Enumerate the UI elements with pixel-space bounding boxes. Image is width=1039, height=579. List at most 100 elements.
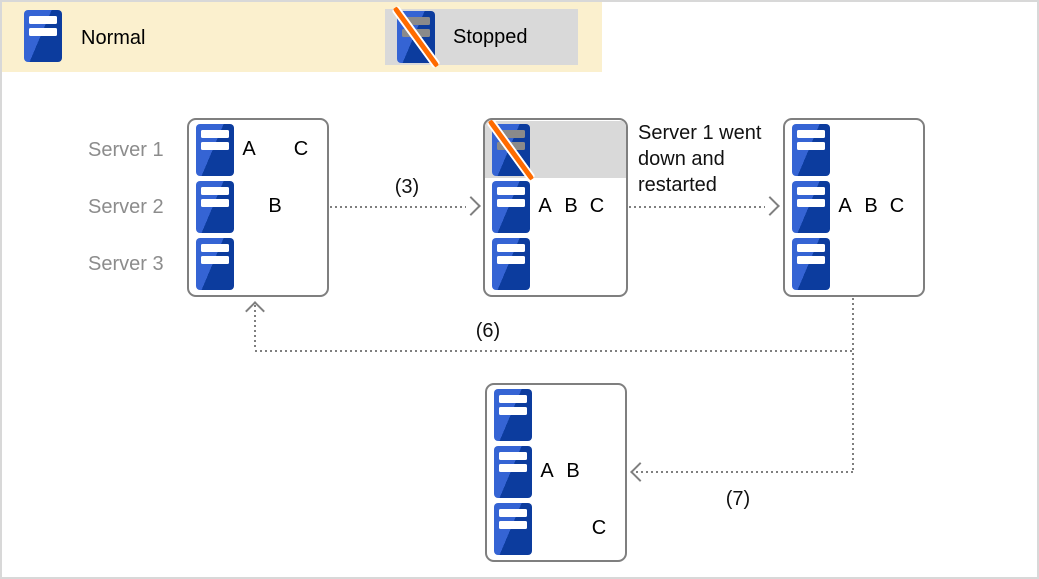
server-icon-bar xyxy=(797,243,825,252)
arrow-step7-head-icon xyxy=(630,462,650,482)
server-icon xyxy=(494,502,532,555)
server-icon xyxy=(792,123,830,176)
server-icon-bar xyxy=(402,29,430,37)
server-icon-bar xyxy=(201,129,229,138)
server-icon-bar xyxy=(497,186,525,195)
server-icon-bar xyxy=(797,129,825,138)
app-letter: B xyxy=(864,195,878,217)
server2-row-label: Server 2 xyxy=(88,196,164,218)
arrow-step6-vertical-line xyxy=(852,298,854,473)
server-icon-bar xyxy=(499,508,527,517)
app-letter: A xyxy=(838,195,852,217)
legend-stopped-chip: Stopped xyxy=(385,9,578,65)
server-icon xyxy=(494,388,532,441)
server-icon-bar xyxy=(201,141,229,150)
server-icon-bar xyxy=(499,463,527,472)
server-icon-bar xyxy=(201,198,229,207)
server-icon-bar xyxy=(201,255,229,264)
server-row xyxy=(785,235,923,292)
app-letter xyxy=(534,517,560,540)
server-icon-bar xyxy=(499,406,527,415)
server-icon-bar xyxy=(497,198,525,207)
server-icon-bar xyxy=(497,255,525,264)
arrow-step3-line xyxy=(330,206,466,208)
arrow-step3-label: (3) xyxy=(394,176,420,198)
server-icon xyxy=(792,237,830,290)
arrow-step6-horizontal-line xyxy=(255,350,853,352)
server-row xyxy=(189,235,327,292)
server-icon-bar xyxy=(499,520,527,529)
server-stopped-icon xyxy=(397,11,435,63)
server-row: C xyxy=(487,500,625,557)
server-icon-bar xyxy=(499,451,527,460)
app-letter: C xyxy=(293,138,309,160)
app-letter xyxy=(236,195,262,218)
server-row xyxy=(485,235,626,292)
arrow-step6-head-icon xyxy=(245,301,265,321)
server-icon-bar xyxy=(29,16,57,24)
server-icon-bar xyxy=(201,186,229,195)
app-letter: A xyxy=(540,460,554,482)
arrow-restart-line xyxy=(629,206,765,208)
server-stopped-icon xyxy=(492,123,530,176)
server-icon xyxy=(792,180,830,233)
server-icon-bar xyxy=(29,28,57,36)
server-row xyxy=(785,121,923,178)
app-letter: C xyxy=(889,195,905,217)
server-icon-bar xyxy=(797,141,825,150)
app-letter: A xyxy=(242,138,256,160)
server-icon-bar xyxy=(497,129,525,138)
app-letter: C xyxy=(591,517,607,539)
app-letter: B xyxy=(564,195,578,217)
server-icon xyxy=(492,180,530,233)
server-icon xyxy=(196,237,234,290)
server-row: B xyxy=(189,178,327,235)
legend-stopped-label: Stopped xyxy=(453,26,528,48)
server-icon-bar xyxy=(402,17,430,25)
server-icon-bar xyxy=(499,394,527,403)
app-letter xyxy=(288,195,314,218)
server-normal-icon xyxy=(24,10,62,62)
app-letter xyxy=(586,460,612,483)
server-icon-bar xyxy=(797,198,825,207)
arrow-step7-line xyxy=(636,471,853,473)
arrow-step6-label: (6) xyxy=(475,320,501,342)
arrow-restart-head-icon xyxy=(760,196,780,216)
legend-normal-label: Normal xyxy=(81,27,146,49)
server-icon-bar xyxy=(497,243,525,252)
app-letters: B xyxy=(236,195,314,218)
server-row xyxy=(485,121,626,178)
annotation-text: Server 1 went down and restarted xyxy=(638,122,762,196)
server-icon-bar xyxy=(797,186,825,195)
legend-bar: Normal Stopped xyxy=(2,2,602,72)
server-icon xyxy=(492,237,530,290)
app-letter xyxy=(262,138,288,161)
app-letter: A xyxy=(538,195,552,217)
server-icon-bar xyxy=(497,141,525,150)
app-letters: C xyxy=(534,517,612,540)
server-icon xyxy=(196,123,234,176)
server-icon-bar xyxy=(201,243,229,252)
arrow-step3-head-icon xyxy=(461,196,481,216)
server-icon xyxy=(494,445,532,498)
server3-row-label: Server 3 xyxy=(88,253,164,275)
server-row xyxy=(487,386,625,443)
app-letter: B xyxy=(566,460,580,482)
app-letter: B xyxy=(268,195,282,217)
arrow-step7-label: (7) xyxy=(725,488,751,510)
arrow-step6-riser-line xyxy=(254,305,256,350)
server-icon xyxy=(196,180,234,233)
